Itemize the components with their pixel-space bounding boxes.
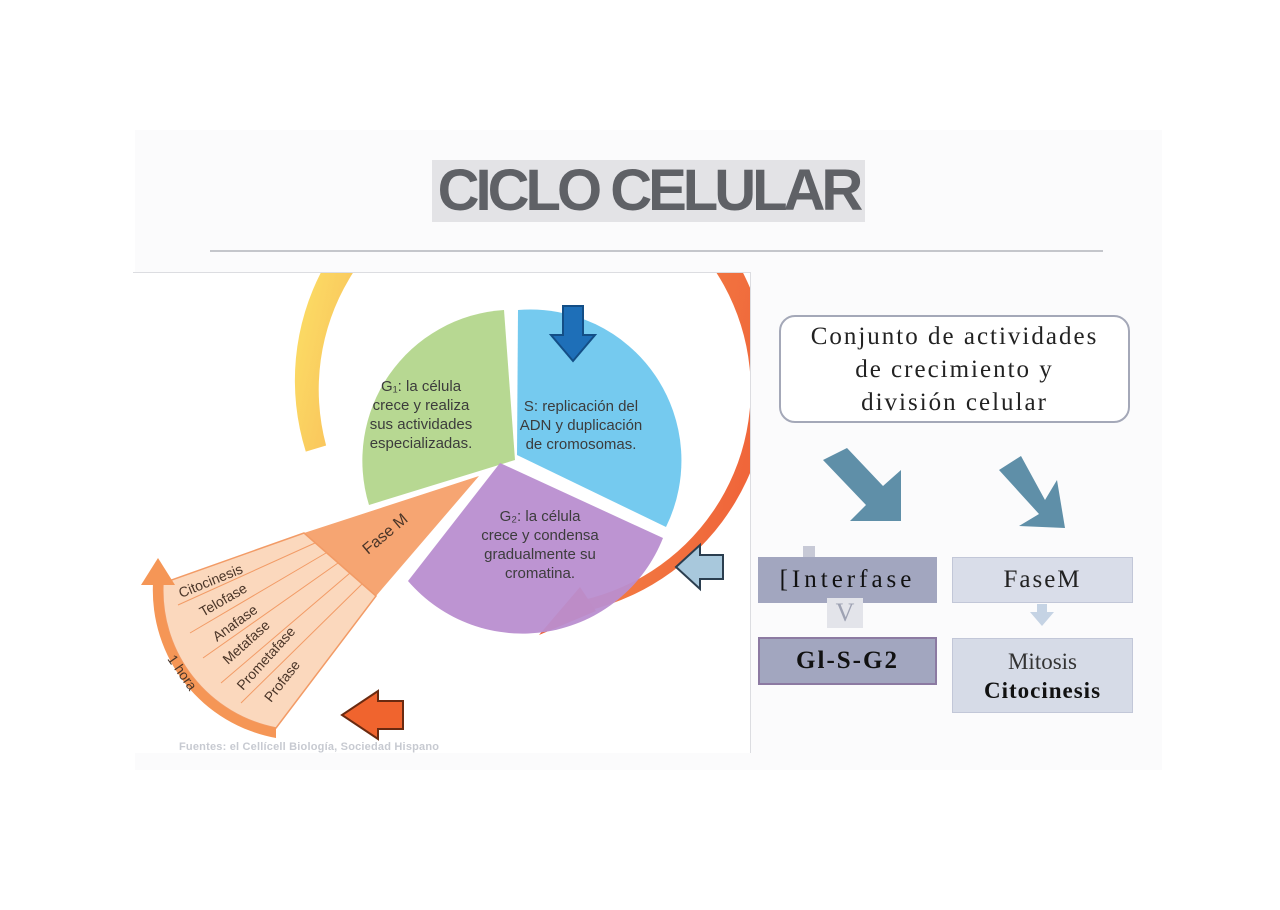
down-right-arrow <box>999 456 1065 528</box>
orange-left-arrow <box>340 689 404 741</box>
small-down-arrow <box>1030 604 1054 626</box>
g2-line-3: gradualmente su <box>484 546 596 563</box>
s-line-2: ADN y duplicación <box>520 417 643 434</box>
g2-line-2: crece y condensa <box>481 527 599 544</box>
concept-line: división celular <box>861 388 1048 416</box>
cell-cycle-diagram-panel: Interfase G₁: la célula crece y realiza … <box>133 272 751 753</box>
g1-line-1: G₁: la célula <box>381 378 462 395</box>
s-line-3: de cromosomas. <box>526 436 637 453</box>
title-wrap: CICLO CELULAR <box>135 160 1162 222</box>
s-text: S: replicación del ADN y duplicación de … <box>520 398 643 453</box>
blue-down-arrow <box>548 305 598 363</box>
cell-cycle-diagram: Interfase G₁: la célula crece y realiza … <box>141 273 750 741</box>
page-title: CICLO CELULAR <box>431 160 866 222</box>
title-divider <box>210 250 1103 252</box>
g1-line-3: sus actividades <box>370 416 473 433</box>
interfase-arc-label: Interfase <box>682 348 729 410</box>
g2-sector <box>408 463 663 634</box>
g1-line-4: especializadas. <box>370 435 473 452</box>
slide: CICLO CELULAR Interfase G₁: la célula cr… <box>133 130 1162 770</box>
m-phase-band-arrowhead <box>141 558 175 585</box>
g2-text: G₂: la célula crece y condensa gradualme… <box>481 508 599 582</box>
concept-line: de crecimiento y <box>855 355 1054 383</box>
flow-arrows <box>823 448 1065 626</box>
g2-line-1: G₂: la célula <box>500 508 582 525</box>
image-credit: Fuentes: el Cellícell Biología, Sociedad… <box>179 741 440 753</box>
m-phase-wedge <box>304 476 479 596</box>
v-mark: V <box>827 598 863 628</box>
g1-sector <box>362 310 515 505</box>
citocinesis-label: Citocinesis <box>983 677 1102 703</box>
interfase-box: [Interfase <box>758 557 937 603</box>
g1-text: G₁: la célula crece y realiza sus activi… <box>370 378 473 452</box>
light-blue-left-arrow <box>674 542 724 592</box>
mitosis-box: Mitosis Citocinesis <box>952 638 1133 713</box>
mitosis-label: Mitosis <box>1007 648 1078 674</box>
s-line-1: S: replicación del <box>524 398 638 415</box>
interfase-phases-box: Gl-S-G2 <box>758 637 937 685</box>
g1-line-2: crece y realiza <box>373 397 470 414</box>
fase-m-box: FaseM <box>952 557 1133 603</box>
concept-box: Conjunto de actividades de crecimiento y… <box>779 315 1130 423</box>
s-sector <box>517 309 682 527</box>
down-left-arrow <box>823 448 901 521</box>
edge-mark <box>803 546 815 560</box>
m-phase-dividers <box>177 542 363 704</box>
concept-line: Conjunto de actividades <box>810 322 1099 350</box>
m-phase-band <box>152 583 276 738</box>
g2-line-4: cromatina. <box>505 565 575 582</box>
